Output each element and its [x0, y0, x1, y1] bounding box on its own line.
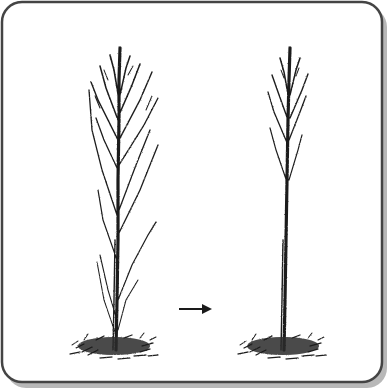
- card-border: [2, 2, 382, 382]
